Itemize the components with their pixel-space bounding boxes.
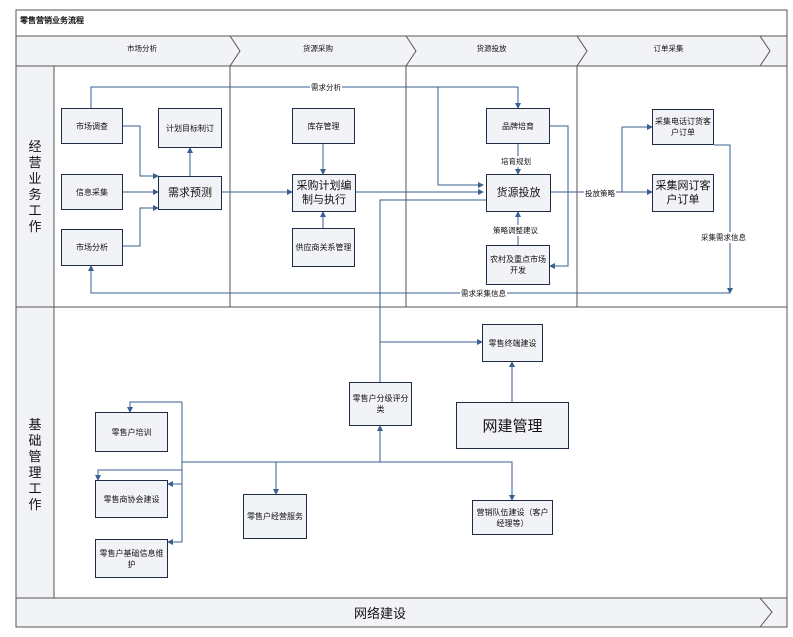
box-phone-order: 采集电话订货客户订单 xyxy=(652,109,714,145)
box-retailer-rating: 零售户分级评分类 xyxy=(349,382,412,426)
box-market-research: 市场调查 xyxy=(61,108,123,144)
box-retailer-training: 零售户培训 xyxy=(95,412,168,452)
box-supply-release: 货源投放 xyxy=(486,174,551,212)
box-brand-cultivation: 品牌培育 xyxy=(486,108,550,144)
box-network-mgmt: 网建管理 xyxy=(456,402,569,449)
box-info-collection: 信息采集 xyxy=(61,174,123,210)
stage-order: 订单采集 xyxy=(653,44,684,53)
box-retailer-info: 零售户基础信息维护 xyxy=(95,539,168,578)
box-retailer-assoc: 零售商协会建设 xyxy=(95,480,168,518)
lane-support-label: 基础管理工作 xyxy=(28,418,42,513)
stage-arrow-2 xyxy=(405,35,417,67)
edge-label-demand-analysis: 需求分析 xyxy=(310,82,342,93)
box-inventory-mgmt: 库存管理 xyxy=(292,108,355,144)
edge-label-market-suggestion: 策略调整建议 xyxy=(492,225,539,236)
edge-label-demand-info: 需求采集信息 xyxy=(460,288,507,299)
box-demand-forecast: 需求预测 xyxy=(158,176,222,210)
box-market-analysis: 市场分析 xyxy=(61,229,123,266)
edge-label-release-strategy: 投放策略 xyxy=(584,188,616,199)
box-plan-target: 计划目标制订 xyxy=(158,108,222,148)
stage-arrow-1 xyxy=(229,35,241,67)
lane-label-col xyxy=(15,65,55,599)
footer-arrow xyxy=(759,597,773,628)
footer-label: 网络建设 xyxy=(353,607,406,622)
diagram-title: 零售营销业务流程 xyxy=(20,16,84,25)
edge-label-cultivation-plan: 培育规划 xyxy=(500,156,532,167)
lane-business-label: 经营业务工作 xyxy=(28,140,42,235)
box-sales-team: 营销队伍建设（客户经理等） xyxy=(472,500,553,535)
connectors xyxy=(88,86,733,545)
stage-market-analysis: 市场分析 xyxy=(127,44,157,53)
stage-release: 货源投放 xyxy=(476,44,507,53)
box-supplier-mgmt: 供应商关系管理 xyxy=(292,228,355,267)
box-purchase-plan: 采购计划编制与执行 xyxy=(292,174,356,212)
footer-band xyxy=(15,597,788,628)
stage-header-bg xyxy=(15,35,788,67)
box-retail-terminal: 零售终端建设 xyxy=(482,324,543,362)
stage-purchase: 货源采购 xyxy=(303,44,333,53)
stage-arrow-4 xyxy=(759,35,771,67)
stage-arrow-3 xyxy=(576,35,588,67)
outer-frame xyxy=(15,9,788,628)
box-online-order: 采集网订客户订单 xyxy=(652,174,714,212)
edge-label-demand-collection: 采集需求信息 xyxy=(700,232,747,243)
box-rural-dev: 农村及重点市场开发 xyxy=(486,245,550,285)
box-retailer-service: 零售户经营服务 xyxy=(243,494,307,539)
